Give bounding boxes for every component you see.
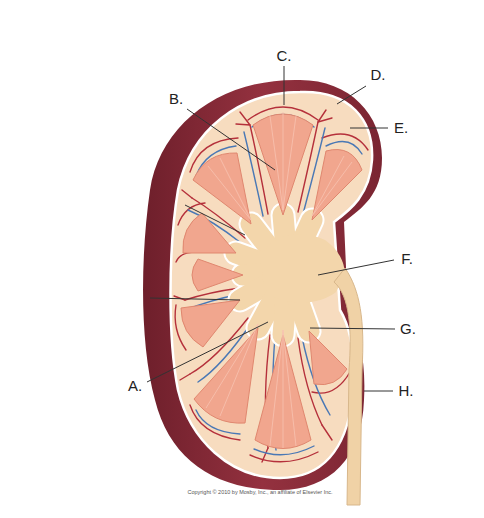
part-label-anchor: F. bbox=[401, 251, 413, 268]
part-label-anchor: D. bbox=[371, 67, 386, 84]
part-label: G. bbox=[400, 321, 416, 338]
part-label: C. bbox=[277, 48, 292, 65]
part-label-anchor: B. bbox=[169, 91, 183, 108]
copyright-note: Copyright © 2010 by Mosby, Inc., an affi… bbox=[187, 489, 332, 495]
part-label: A. bbox=[128, 378, 142, 395]
part-label-anchor: H. bbox=[399, 383, 414, 400]
part-label: E. bbox=[394, 120, 408, 137]
leader-lines bbox=[147, 66, 395, 391]
part-label: F. bbox=[401, 251, 413, 268]
copyright-note-anchor: Copyright © 2010 by Mosby, Inc., an affi… bbox=[187, 489, 332, 495]
part-label-anchor: E. bbox=[394, 120, 408, 137]
part-label: D. bbox=[371, 67, 386, 84]
part-label-anchor: A. bbox=[128, 378, 142, 395]
renal-pelvis bbox=[236, 215, 345, 335]
part-label-anchor: G. bbox=[400, 321, 416, 338]
pyramid-striations bbox=[206, 112, 352, 448]
part-label: B. bbox=[169, 91, 183, 108]
part-label-anchor: C. bbox=[277, 48, 292, 65]
part-label: H. bbox=[399, 383, 414, 400]
ureter bbox=[334, 268, 363, 505]
